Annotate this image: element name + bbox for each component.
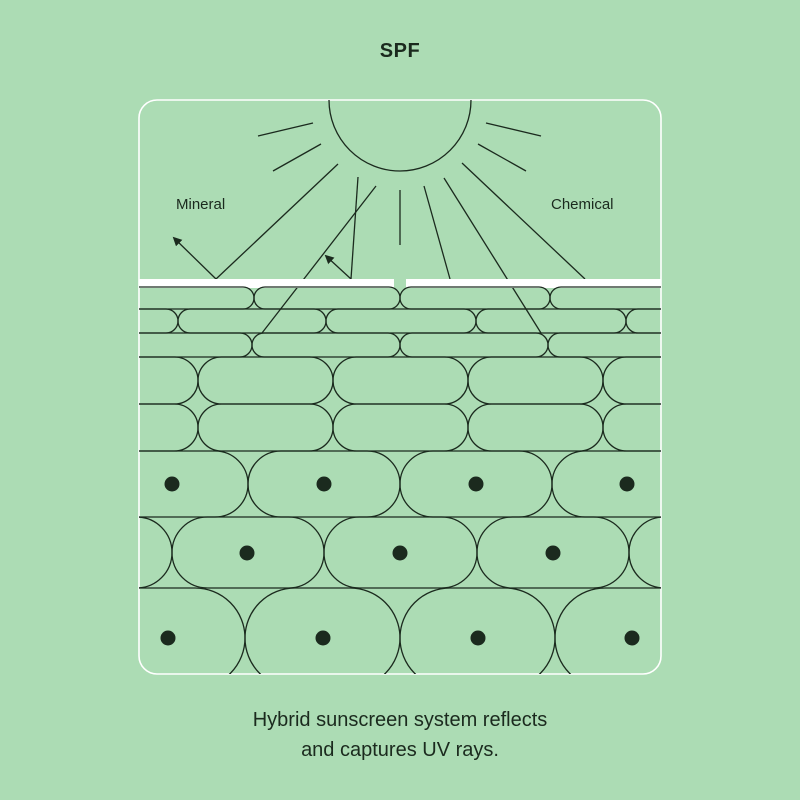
surface-cells-row3 bbox=[139, 332, 661, 358]
sun-icon bbox=[328, 100, 472, 172]
nucleus-icon bbox=[239, 545, 255, 561]
nucleus-icon bbox=[545, 545, 561, 561]
medium-cells-row1 bbox=[139, 356, 661, 405]
nucleus-icon bbox=[164, 476, 180, 492]
sunscreen-layer bbox=[139, 279, 661, 288]
reflect-arrow-mid bbox=[324, 254, 352, 280]
nucleus-icon bbox=[316, 476, 332, 492]
caption-line-2: and captures UV rays. bbox=[301, 739, 499, 761]
basal-cells-row1 bbox=[139, 450, 661, 518]
nucleus-icon bbox=[624, 630, 640, 646]
nucleus-icon bbox=[470, 630, 486, 646]
mineral-label: Mineral bbox=[176, 196, 225, 213]
nucleus-icon bbox=[392, 545, 408, 561]
caption-line-1: Hybrid sunscreen system reflects bbox=[252, 709, 548, 731]
surface-cells-row2 bbox=[139, 308, 661, 334]
medium-cells-row2 bbox=[139, 403, 661, 452]
sun-rays bbox=[257, 122, 542, 245]
chemical-label: Chemical bbox=[551, 196, 614, 213]
surface-cells-row1 bbox=[139, 286, 661, 310]
diagram-caption: Hybrid sunscreen system reflects and cap… bbox=[0, 705, 800, 765]
nucleus-icon bbox=[619, 476, 635, 492]
cell-nuclei bbox=[160, 476, 640, 646]
diagram-title: SPF bbox=[379, 40, 421, 62]
nucleus-icon bbox=[160, 630, 176, 646]
uv-rays bbox=[172, 162, 586, 334]
reflect-arrow-left bbox=[172, 236, 217, 280]
basal-cells-row2 bbox=[139, 516, 661, 589]
diagram-frame bbox=[138, 99, 662, 675]
nucleus-icon bbox=[315, 630, 331, 646]
nucleus-icon bbox=[468, 476, 484, 492]
basal-cells-row3 bbox=[139, 587, 661, 674]
